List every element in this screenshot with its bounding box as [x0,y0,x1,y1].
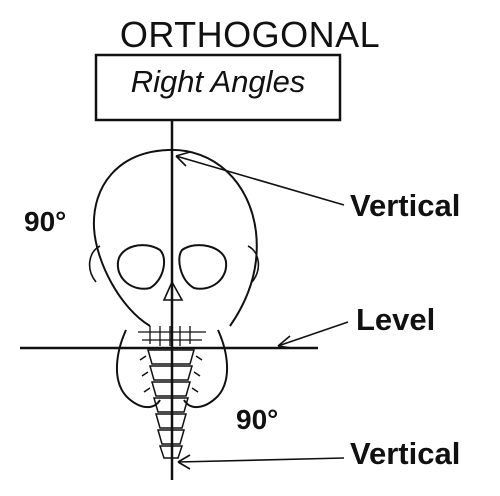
skull-mandible [115,329,229,408]
arrow-to-level [277,321,349,349]
skull-eye-right [178,244,228,290]
skull-eye-left [116,244,166,290]
arrow-to-vertical-top [175,151,345,206]
cervical-spine [139,349,203,459]
vertical-bottom-label: Vertical [350,436,461,471]
diagram-title: ORTHOGONAL [119,14,381,55]
right-angles-label: Right Angles [130,64,306,99]
skull-outline [92,148,258,327]
skull-temple-right [247,245,260,283]
right-angles-box [94,53,342,122]
level-label: Level [356,302,436,337]
skull-temple-left [88,245,101,283]
angle-top-label: 90° [24,206,67,237]
vertical-top-label: Vertical [350,188,461,223]
arrow-to-vertical-bottom [177,454,345,470]
angle-bottom-label: 90° [236,404,279,435]
